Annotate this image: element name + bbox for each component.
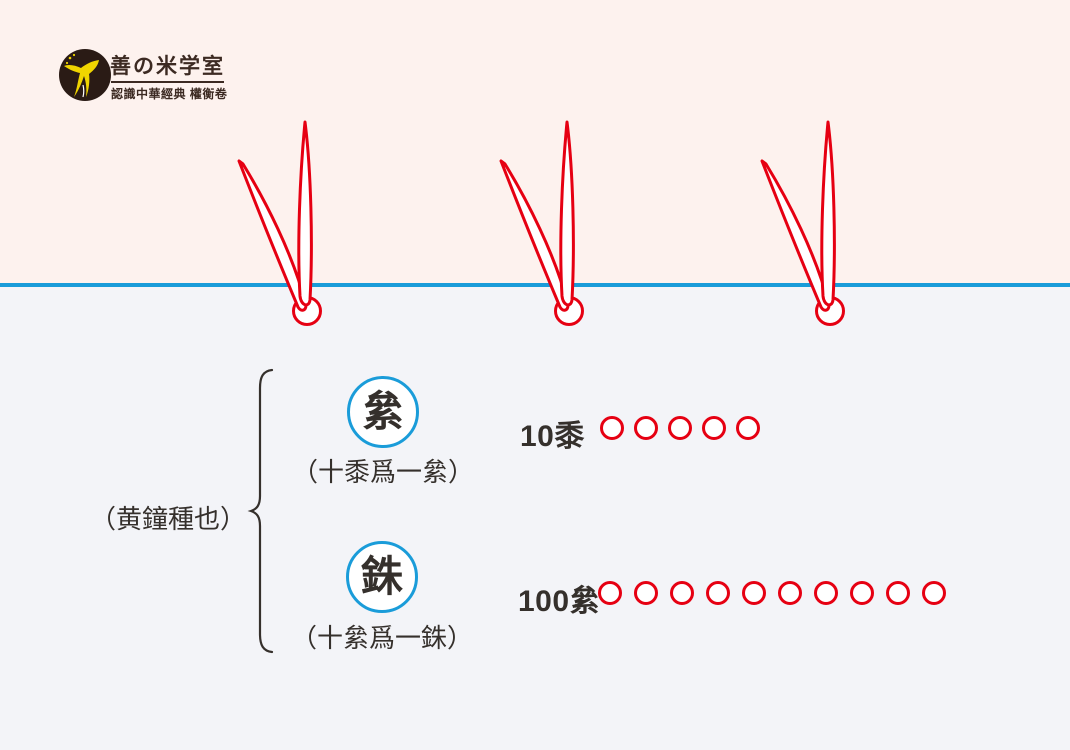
- grain-circles-row-zhu: [598, 581, 946, 605]
- left-annotation: （黄鐘種也）: [90, 504, 247, 534]
- equation-label-zhu: 100絫: [518, 585, 601, 618]
- unit-circle-lei: 絫: [347, 376, 419, 448]
- logo-subtitle: 認識中華經典 權衡卷: [111, 87, 228, 101]
- grain-circle: [668, 416, 692, 440]
- grain-circle: [634, 581, 658, 605]
- grain-circle: [702, 416, 726, 440]
- millet-sprout-icon: [760, 120, 845, 326]
- grain-circle: [600, 416, 624, 440]
- grain-circle: [850, 581, 874, 605]
- unit-caption-lei: （十黍爲一絫）: [291, 457, 474, 487]
- yellow-swallow-bird-icon: [64, 53, 99, 98]
- grain-circle: [814, 581, 838, 605]
- logo-title: 善の米学室: [110, 53, 225, 78]
- grain-circle: [634, 416, 658, 440]
- logo-title-rule: [111, 81, 224, 83]
- curly-brace: [247, 368, 274, 654]
- unit-char-lei: 絫: [361, 388, 404, 435]
- grain-circle: [670, 581, 694, 605]
- grain-circle: [598, 581, 622, 605]
- millet-sprout-icon: [499, 120, 584, 326]
- millet-sprout-icon: [237, 120, 322, 326]
- grain-circle: [886, 581, 910, 605]
- unit-caption-zhu: （十絫爲一銖）: [290, 623, 473, 653]
- equation-label-lei: 10黍: [520, 420, 585, 453]
- ground-line: [0, 283, 1070, 287]
- logo-emblem: [59, 49, 111, 101]
- grain-circles-row-lei: [600, 416, 760, 440]
- grain-circle: [922, 581, 946, 605]
- grain-circle: [778, 581, 802, 605]
- grain-circle: [706, 581, 730, 605]
- unit-char-zhu: 銖: [360, 553, 403, 600]
- grain-circle: [742, 581, 766, 605]
- unit-circle-zhu: 銖: [346, 541, 418, 613]
- grain-circle: [736, 416, 760, 440]
